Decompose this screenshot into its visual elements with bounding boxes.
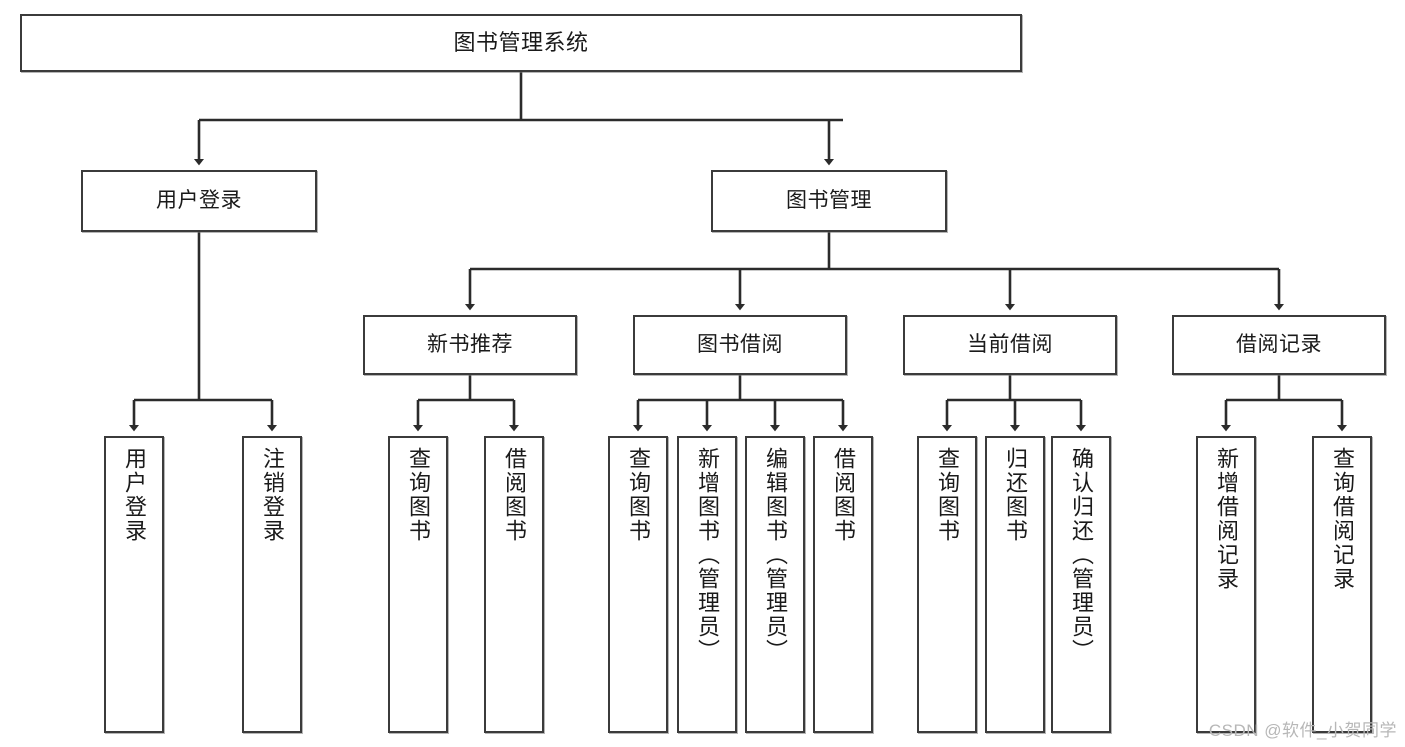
node-book-borrow[interactable]: 图书借阅 [633,315,847,375]
node-user-login[interactable]: 用户登录 [81,170,317,232]
node-leaf-logout-label: 注销登录 [260,447,285,543]
node-leaf-user-login[interactable]: 用户登录 [104,436,164,733]
node-leaf-confirm-return-label: 确认归还（管理员） [1069,447,1094,663]
node-leaf-add-book-label: 新增图书（管理员） [695,447,720,663]
node-leaf-query-book-2-label: 查询图书 [626,447,651,543]
node-leaf-borrow-book-1-label: 借阅图书 [502,447,527,543]
node-current-borrow-label: 当前借阅 [967,332,1053,356]
node-user-login-label: 用户登录 [156,188,242,212]
node-leaf-add-record[interactable]: 新增借阅记录 [1196,436,1256,733]
node-leaf-add-book[interactable]: 新增图书（管理员） [677,436,737,733]
node-leaf-logout[interactable]: 注销登录 [242,436,302,733]
node-leaf-query-book-2[interactable]: 查询图书 [608,436,668,733]
node-leaf-query-book-3[interactable]: 查询图书 [917,436,977,733]
node-leaf-borrow-book-2[interactable]: 借阅图书 [813,436,873,733]
node-new-book-rec[interactable]: 新书推荐 [363,315,577,375]
node-leaf-query-book-1-label: 查询图书 [406,447,431,543]
node-leaf-add-record-label: 新增借阅记录 [1214,447,1239,591]
node-leaf-borrow-book-1[interactable]: 借阅图书 [484,436,544,733]
node-leaf-return-book-label: 归还图书 [1003,447,1028,543]
node-leaf-edit-book-label: 编辑图书（管理员） [763,447,788,663]
node-book-manage[interactable]: 图书管理 [711,170,947,232]
node-borrow-record-label: 借阅记录 [1236,332,1322,356]
node-leaf-confirm-return[interactable]: 确认归还（管理员） [1051,436,1111,733]
node-borrow-record[interactable]: 借阅记录 [1172,315,1386,375]
node-leaf-query-book-1[interactable]: 查询图书 [388,436,448,733]
node-leaf-query-book-3-label: 查询图书 [935,447,960,543]
node-leaf-edit-book[interactable]: 编辑图书（管理员） [745,436,805,733]
node-root-label: 图书管理系统 [453,30,589,56]
node-new-book-rec-label: 新书推荐 [427,332,513,356]
node-leaf-query-record-label: 查询借阅记录 [1330,447,1355,591]
node-book-manage-label: 图书管理 [786,188,872,212]
node-current-borrow[interactable]: 当前借阅 [903,315,1117,375]
node-leaf-query-record[interactable]: 查询借阅记录 [1312,436,1372,733]
node-book-borrow-label: 图书借阅 [697,332,783,356]
node-leaf-return-book[interactable]: 归还图书 [985,436,1045,733]
node-leaf-borrow-book-2-label: 借阅图书 [831,447,856,543]
node-leaf-user-login-label: 用户登录 [122,447,147,543]
node-root[interactable]: 图书管理系统 [20,14,1022,72]
